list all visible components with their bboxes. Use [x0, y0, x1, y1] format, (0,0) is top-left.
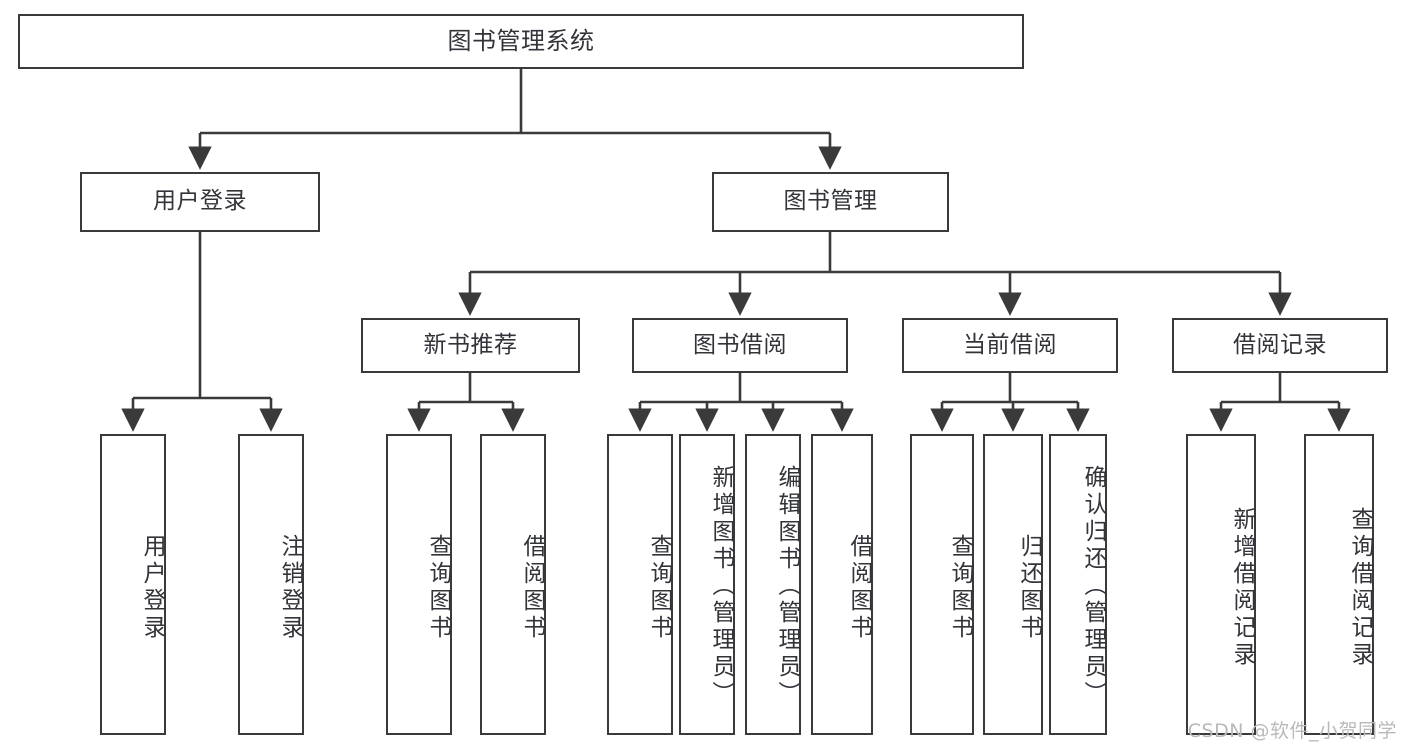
leaf-query-books-borrow[interactable]: 查询图书 [607, 434, 673, 735]
leaf-confirm-return-admin[interactable]: 确认归还（管理员） [1049, 434, 1107, 735]
leaf-query-books-current[interactable]: 查询图书 [910, 434, 974, 735]
leaf-add-book-admin[interactable]: 新增图书（管理员） [679, 434, 735, 735]
node-book-management[interactable]: 图书管理 [712, 172, 949, 232]
leaf-add-borrow-record[interactable]: 新增借阅记录 [1186, 434, 1256, 735]
node-borrow-records[interactable]: 借阅记录 [1172, 318, 1388, 373]
leaf-query-borrow-record[interactable]: 查询借阅记录 [1304, 434, 1374, 735]
watermark-csdn: CSDN @软件_小贺同学 [1187, 720, 1397, 742]
node-user-login[interactable]: 用户登录 [80, 172, 320, 232]
leaf-borrow-books[interactable]: 借阅图书 [811, 434, 873, 735]
node-current-borrow[interactable]: 当前借阅 [902, 318, 1118, 373]
leaf-user-login[interactable]: 用户登录 [100, 434, 166, 735]
node-book-borrow[interactable]: 图书借阅 [632, 318, 848, 373]
leaf-return-books[interactable]: 归还图书 [983, 434, 1043, 735]
leaf-borrow-books-recommend[interactable]: 借阅图书 [480, 434, 546, 735]
node-new-book-recommend[interactable]: 新书推荐 [361, 318, 580, 373]
leaf-logout[interactable]: 注销登录 [238, 434, 304, 735]
node-root-system[interactable]: 图书管理系统 [18, 14, 1024, 69]
leaf-edit-book-admin[interactable]: 编辑图书（管理员） [745, 434, 801, 735]
leaf-query-books-recommend[interactable]: 查询图书 [386, 434, 452, 735]
